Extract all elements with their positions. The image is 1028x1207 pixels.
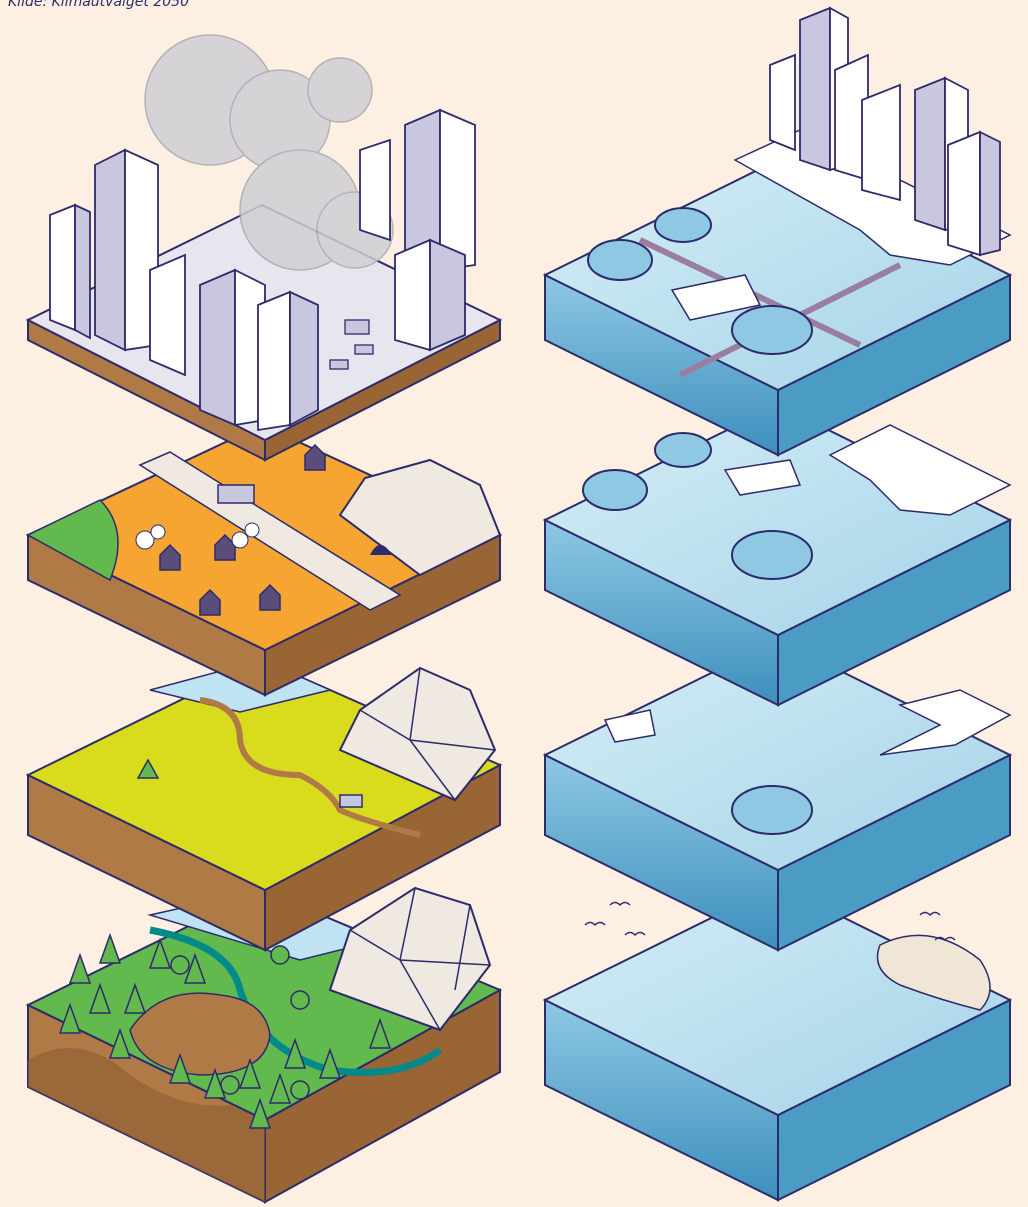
city-tile: [28, 35, 500, 460]
settlement-tile: [28, 425, 500, 695]
farm-vehicle: [340, 795, 362, 807]
fjord-city-tile: [545, 8, 1010, 455]
truck: [218, 485, 254, 503]
fish-pen: [732, 786, 812, 834]
smog-clouds: [145, 35, 393, 270]
